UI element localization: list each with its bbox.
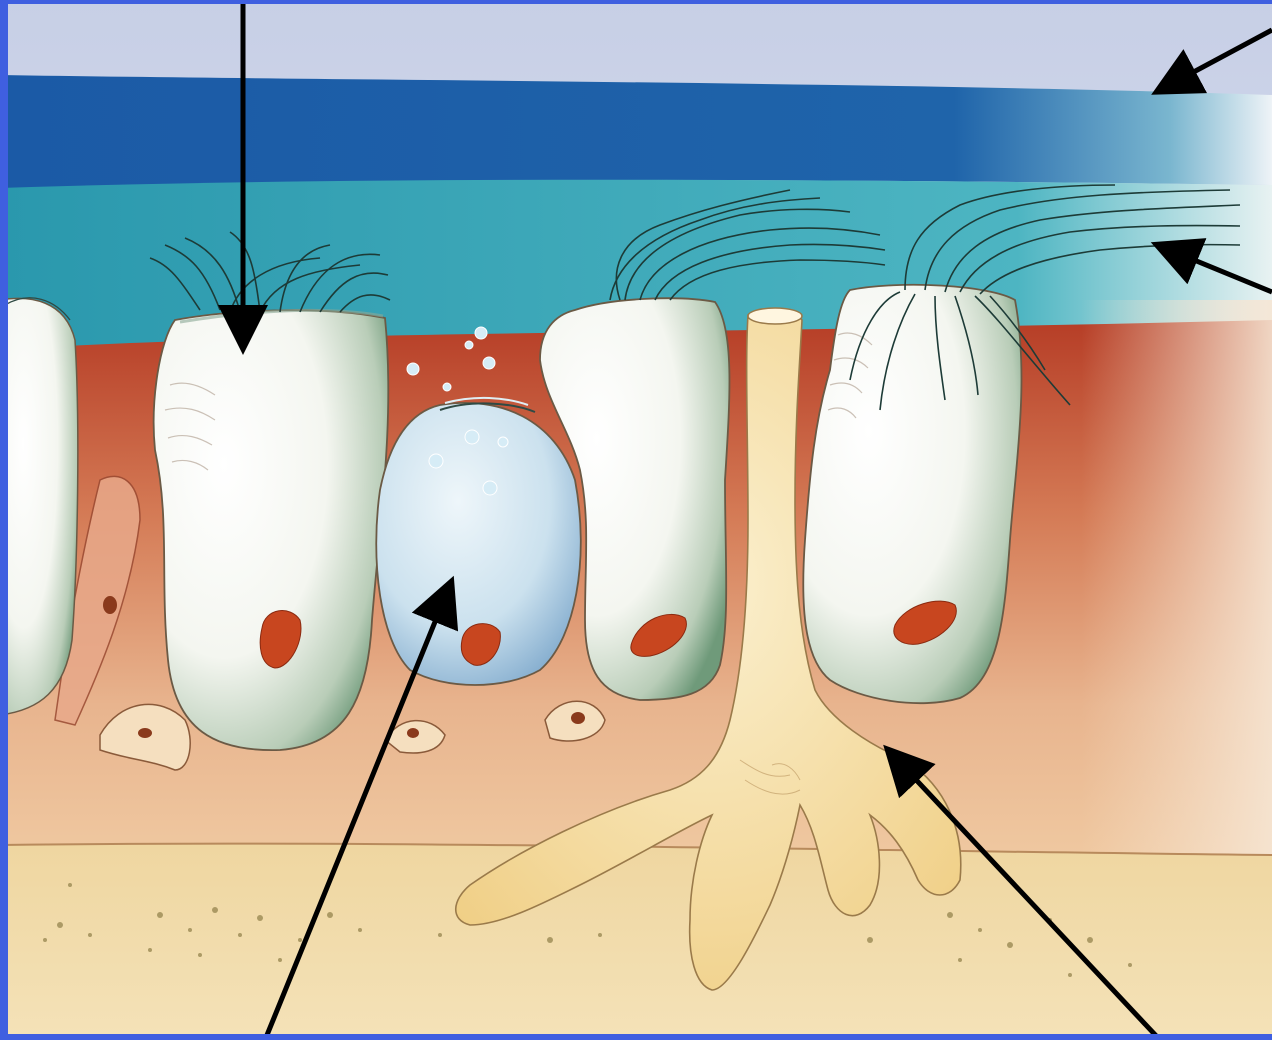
goblet-cell: [376, 398, 581, 685]
ciliated-columnar-cell: [154, 310, 389, 750]
frame-bottom: [0, 1034, 1272, 1040]
ciliated-columnar-cell: [803, 285, 1021, 703]
ciliated-columnar-cell: [0, 298, 78, 715]
mucus-layer: [0, 75, 1272, 190]
frame-top: [0, 0, 1272, 4]
basement-membrane: [0, 844, 1272, 1040]
frame-left: [0, 0, 8, 1040]
